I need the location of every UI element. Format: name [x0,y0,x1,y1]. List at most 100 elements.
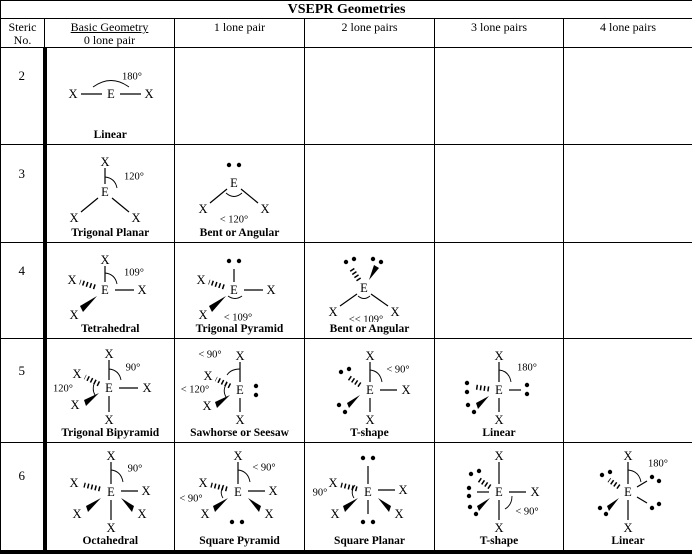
atom-label-x: X [144,87,153,101]
atom-label-e: E [107,87,115,101]
geometry-name: Square Pyramid [175,534,304,550]
cell-5-basic: 90° 120° X X E X X X Trigonal Bipyramid [45,339,175,443]
atom-label-e: E [364,485,372,499]
atom-label-x: X [70,398,79,412]
geometry-name: T-shape [305,426,434,442]
atom-label-x: X [624,449,633,463]
col-header-zero-lp-label: 0 lone pair [45,34,174,47]
atom-label-x: X [203,369,212,383]
empty-cell [175,48,305,145]
col-header-basic: Basic Geometry 0 lone pair [45,19,175,48]
steric-number-6: 6 [1,443,45,552]
atom-label-x: X [69,211,78,225]
angle-label: < 120° [219,215,248,226]
atom-label-x: X [268,484,277,498]
atom-label-e: E [101,185,109,199]
atom-label-e: E [366,383,374,397]
angle-label: < 120° [180,385,209,396]
col-header-steric-label: Steric No. [9,20,37,47]
angle-arc [499,370,511,382]
atom-label-e: E [624,485,632,499]
diagram-linear-6: 180° X E X [564,444,692,534]
angle-label: 180° [648,458,668,469]
geometry-name: T-shape [435,534,563,550]
angle-arc [109,369,121,380]
lone-pair-n [360,455,374,483]
angle-label: < 90° [252,462,275,473]
col-header-four-lp-label: 4 lone pairs [600,20,656,34]
geometry-name: Linear [435,426,563,442]
bonds [340,294,388,306]
atom-label-x: X [530,485,539,499]
angle-label: 120° [124,172,144,183]
angle-label: 90° [312,487,327,498]
atom-label-x: X [264,507,273,521]
atom-label-e: E [360,281,368,295]
atom-label-x: X [67,273,76,287]
angle-label: 109° [124,268,144,279]
atom-label-x: X [398,483,407,497]
lone-pair-ne [369,257,383,280]
geometry-name: Sawhorse or Seesaw [175,426,304,442]
atom-label-e: E [230,176,238,190]
col-header-two-lp: 2 lone pairs [305,19,435,48]
col-header-two-lp-label: 2 lone pairs [342,20,398,34]
empty-cell [564,48,692,145]
angle-arc [370,370,382,382]
atom-label-e: E [105,381,113,395]
lone-pair-sw [598,498,619,516]
geometry-name: Linear [564,534,692,550]
atom-label-x: X [200,507,209,521]
geometry-name: Trigonal Bipyramid [47,426,175,442]
diagram-square-pyramid: < 90° < 90° X X E X X X [176,444,304,534]
diagram-t-shape-5: < 90° X E X X [306,342,434,426]
geometry-name: Tetrahedral [47,322,175,338]
atom-label-x: X [137,283,146,297]
angle-label: 120° [53,384,73,395]
angle-label: 90° [127,463,142,474]
empty-cell [564,243,692,339]
cell-3-1lp: E X X < 120° Bent or Angular [175,145,305,243]
atom-label-x: X [198,308,207,322]
diagram-trigonal-planar: 120° X E X X [47,150,175,226]
atom-label-e: E [234,485,242,499]
angle-arc [505,496,512,509]
lone-pair-dots [226,163,240,167]
atom-label-x: X [106,449,115,463]
cell-2-basic: 180° X E X Linear [45,48,175,145]
atom-label-x: X [330,507,339,521]
lone-pair-dots [253,384,257,397]
cell-4-1lp: X E X X < 109° Trigonal Pyramid [175,243,305,339]
atom-label-x: X [196,273,205,287]
atom-label-x: X [390,305,399,319]
angle-label: < 109° [223,313,252,323]
atom-label-x: X [233,449,242,463]
atom-label-x: X [494,349,503,363]
empty-cell [435,48,564,145]
atom-label-x: X [68,87,77,101]
cell-6-basic: 90° X X E X X X X Octahedral [45,443,175,552]
atom-label-e: E [230,283,238,297]
diagram-linear-5: 180° X E X [435,342,563,426]
angle-arc [628,470,641,482]
empty-cell [564,339,692,443]
angle-arc [358,296,370,299]
atom-label-x: X [328,305,337,319]
atom-label-x: X [72,367,81,381]
atom-label-x: X [104,347,113,361]
angle-arc [226,193,242,197]
atom-label-x: X [202,399,211,413]
atom-label-x: X [328,476,337,490]
cell-3-basic: 120° X E X X Trigonal Planar [45,145,175,243]
angle-arc [238,470,250,482]
lone-pair-nw [600,469,619,486]
geometry-name: Trigonal Pyramid [175,322,304,338]
angle-label: 180° [517,363,537,374]
geometry-name: Square Planar [305,534,434,550]
lone-pair-nw [343,257,358,280]
lone-pair-nw [338,367,359,385]
angle-label: 180° [122,72,142,83]
lone-pair-nw [469,468,490,486]
atom-label-x: X [266,283,275,297]
